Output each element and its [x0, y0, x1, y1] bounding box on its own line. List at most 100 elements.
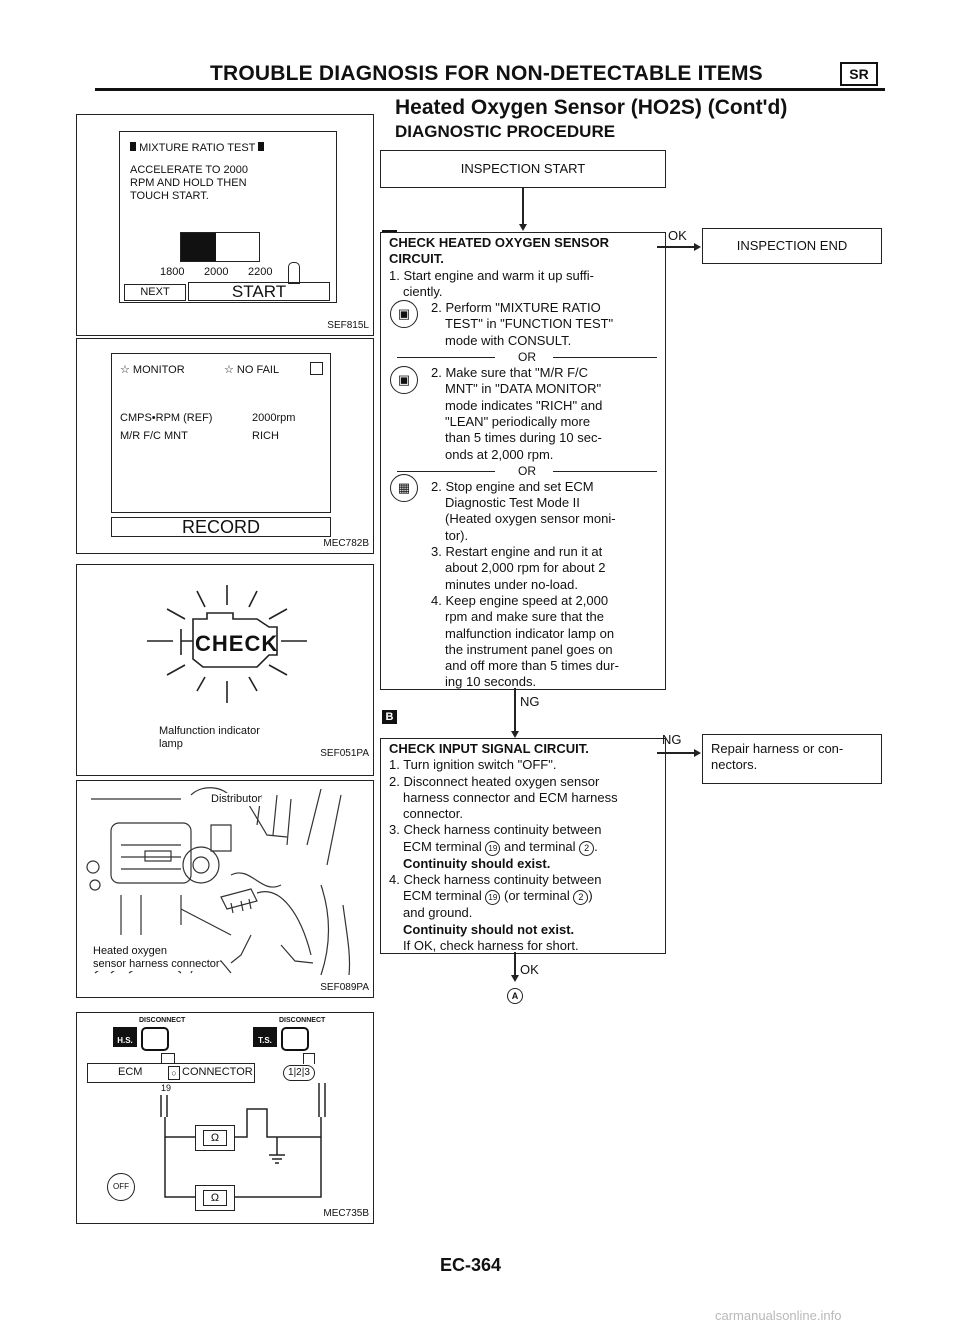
checkbox-icon: [310, 362, 323, 375]
step-text: 2. Disconnect heated oxygen sensor: [389, 773, 600, 789]
step-text: minutes under no-load.: [445, 576, 578, 592]
next-button[interactable]: NEXT: [124, 284, 186, 301]
step-text: "LEAN" periodically more: [445, 413, 591, 429]
step-text: 2. Perform "MIXTURE RATIO: [431, 300, 601, 316]
step-text: ECM terminal 19 (or terminal 2): [403, 888, 593, 906]
step-text: ing 10 seconds.: [445, 674, 537, 690]
consult-icon: ▣: [390, 366, 418, 394]
step-text: mode indicates "RICH" and: [445, 397, 603, 413]
check-label: CHECK: [195, 631, 279, 656]
or-divider: OR: [389, 349, 665, 365]
sensor-connector: 1|2|3: [283, 1065, 315, 1081]
check-sensor-circuit-box: CHECK HEATED OXYGEN SENSOR CIRCUIT. 1. S…: [380, 232, 666, 690]
connector-plug-icon: [281, 1027, 309, 1051]
header-rule: [95, 88, 885, 91]
screen-instruction-1: ACCELERATE TO 2000: [130, 164, 248, 176]
step-text: MNT" in "DATA MONITOR": [445, 381, 602, 397]
step-text: 1. Start engine and warm it up suffi-: [389, 267, 594, 283]
ng-label: NG: [520, 694, 540, 709]
connector-label: CONNECTOR: [182, 1066, 253, 1078]
rpm-tick-2200: 2200: [248, 266, 273, 278]
arrow-right-icon: [694, 749, 701, 757]
arrow-down-icon: [511, 975, 519, 982]
figure-ref: SEF089PA: [320, 982, 369, 993]
step-text: onds at 2,000 rpm.: [445, 446, 554, 462]
rpm-bar: [180, 232, 260, 262]
finger-touch-icon: [288, 262, 300, 284]
terminal-icon: 2: [573, 890, 589, 906]
step-text: 4. Check harness continuity between: [389, 872, 602, 888]
record-button[interactable]: RECORD: [111, 517, 331, 537]
ohmmeter-icon: Ω: [195, 1185, 235, 1211]
rpm-tick-2000: 2000: [204, 266, 229, 278]
consult-icon: ▣: [390, 300, 418, 328]
step-text: 3. Restart engine and run it at: [431, 544, 603, 560]
page-number: EC-364: [440, 1255, 502, 1275]
step-text: tor).: [445, 527, 469, 543]
inspection-end-box: INSPECTION END: [702, 228, 882, 264]
start-button[interactable]: START: [188, 282, 330, 301]
hs-disconnect-icon: H.S.: [113, 1027, 137, 1047]
panel-data-monitor: ☆ MONITOR ☆ NO FAIL CMPS•RPM (REF) 2000r…: [76, 338, 374, 554]
flow-connector: [657, 752, 695, 754]
step-text: mode with CONSULT.: [445, 332, 572, 348]
watermark: carmanualsonline.info: [715, 1308, 842, 1323]
monitor-item-label: CMPS•RPM (REF): [120, 412, 213, 424]
step-text: ciently.: [403, 283, 443, 299]
step-text: harness connector and ECM harness: [403, 789, 618, 805]
repair-box: Repair harness or con- nectors.: [702, 734, 882, 784]
step-text: about 2,000 rpm for about 2: [445, 560, 606, 576]
rpm-tick-1800: 1800: [160, 266, 185, 278]
step-text: If OK, check harness for short.: [403, 937, 579, 953]
monitor-label: ☆ MONITOR: [120, 364, 185, 376]
panel-mixture-ratio-test: MIXTURE RATIO TEST ACCELERATE TO 2000 RP…: [76, 114, 374, 336]
arrow-down-icon: [511, 731, 519, 738]
panel-malfunction-lamp: CHECK Malfunction indicator lamp SEF051P…: [76, 564, 374, 776]
connector-tab-icon: [303, 1053, 315, 1064]
arrow-right-icon: [694, 243, 701, 251]
step-result: Continuity should exist.: [403, 855, 551, 871]
ok-label: OK: [668, 228, 687, 243]
monitor-screen: ☆ MONITOR ☆ NO FAIL CMPS•RPM (REF) 2000r…: [111, 353, 331, 513]
step-text: 2. Make sure that "M/R F/C: [431, 365, 589, 381]
figure-ref: MEC735B: [323, 1208, 369, 1219]
figure-ref: SEF051PA: [320, 748, 369, 759]
ohmmeter-icon: Ω: [195, 1125, 235, 1151]
step-text: and ground.: [403, 905, 473, 921]
step-title: CHECK HEATED OXYGEN SENSOR: [389, 235, 610, 250]
terminal-icon: 2: [579, 840, 595, 856]
procedure-title: DIAGNOSTIC PROCEDURE: [395, 122, 616, 141]
lamp-caption: lamp: [159, 738, 183, 750]
screen-instruction-2: RPM AND HOLD THEN: [130, 177, 247, 189]
figure-ref: SEF815L: [327, 320, 369, 331]
figure-ref: MEC782B: [323, 538, 369, 549]
step-text: connector.: [403, 806, 463, 822]
screen-title: MIXTURE RATIO TEST: [130, 142, 265, 155]
distributor-label: Distributor: [211, 793, 262, 806]
connector-tab-icon: [161, 1053, 175, 1064]
marker-b: B: [382, 710, 397, 724]
terminal-icon: 19: [485, 890, 501, 906]
ignition-off-icon: OFF: [107, 1173, 135, 1201]
connector-terminal-icon: ○: [168, 1066, 180, 1080]
page-subtitle: Heated Oxygen Sensor (HO2S) (Cont'd): [395, 96, 788, 119]
section-badge: SR: [840, 62, 878, 86]
flow-connector: [514, 688, 516, 734]
terminal-icon: 19: [485, 840, 501, 856]
check-engine-lamp-icon: [147, 585, 307, 703]
connector-label: Heated oxygen: [93, 945, 167, 958]
panel-ecm-continuity: H.S. DISCONNECT T.S. DISCONNECT ECM ○ CO…: [76, 1012, 374, 1224]
lamp-caption: Malfunction indicator: [159, 725, 260, 737]
pin-label: 19: [161, 1083, 172, 1093]
step-text: rpm and make sure that the: [445, 609, 604, 625]
monitor-item-value: RICH: [252, 430, 279, 442]
step-text: 4. Keep engine speed at 2,000: [431, 592, 609, 608]
step-text: than 5 times during 10 sec-: [445, 430, 602, 446]
step-text: 1. Turn ignition switch "OFF".: [389, 757, 557, 773]
disconnect-label: DISCONNECT: [139, 1017, 186, 1024]
step-text: the instrument panel goes on: [445, 641, 613, 657]
inspection-start-box: INSPECTION START: [380, 150, 666, 188]
step-text: malfunction indicator lamp on: [445, 625, 615, 641]
check-input-signal-box: CHECK INPUT SIGNAL CIRCUIT. 1. Turn igni…: [380, 738, 666, 954]
ts-disconnect-icon: T.S.: [253, 1027, 277, 1047]
